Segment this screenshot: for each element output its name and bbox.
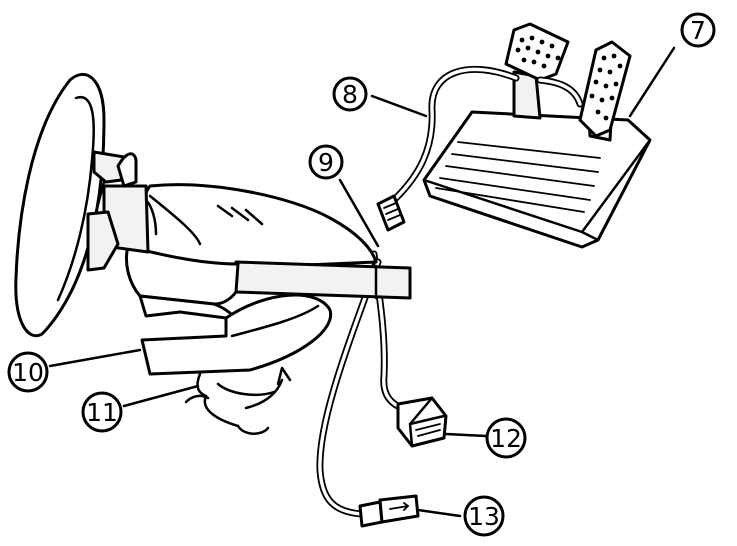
pedal-cable — [392, 65, 584, 202]
callout-13: 13 — [463, 495, 505, 537]
callout-8: 8 — [332, 76, 368, 112]
callout-9: 9 — [308, 144, 344, 180]
callout-12: 12 — [485, 417, 527, 459]
pedal-connector — [376, 194, 406, 232]
leader-lines — [48, 46, 676, 518]
callout-7: 7 — [680, 12, 716, 48]
callout-11-label: 11 — [86, 398, 118, 427]
usb-connector — [358, 494, 420, 528]
callout-7-label: 7 — [690, 16, 706, 45]
callout-10: 10 — [7, 351, 49, 393]
clamp-screw — [184, 366, 292, 435]
callout-12-label: 12 — [490, 424, 522, 453]
callout-10-label: 10 — [12, 358, 44, 387]
steering-wheel — [14, 73, 138, 338]
wheel-base — [102, 183, 412, 306]
pedal-grip-dots — [515, 35, 623, 121]
callout-11: 11 — [81, 391, 123, 433]
callout-13-label: 13 — [468, 502, 500, 531]
table-clamp — [138, 293, 333, 376]
console-connector — [396, 396, 448, 448]
callout-9-label: 9 — [318, 148, 334, 177]
callout-8-label: 8 — [342, 80, 358, 109]
pedal-set — [422, 22, 652, 249]
